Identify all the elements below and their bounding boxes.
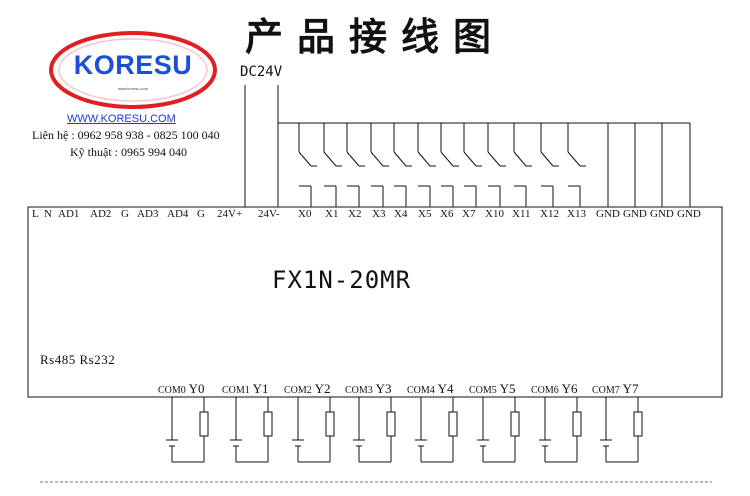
contact-tech: Kỹ thuật : 0965 994 040 [70,145,187,159]
load-resistor [199,411,209,437]
load-resistor [572,411,582,437]
output-load-0 [166,397,209,463]
input-switch-1 [323,123,342,207]
terminal-label-x12: X12 [540,208,559,220]
koresu-logo: KORESU www.koresu.com [48,30,218,110]
com-label: COM0 [158,385,186,396]
output-terminal-y7: COM7 Y7 [592,380,638,398]
input-switch-10 [540,123,559,207]
terminal-label-gnd: GND [650,208,674,220]
input-switch-6 [440,123,459,207]
terminal-label-gnd: GND [596,208,620,220]
output-label: Y0 [185,381,205,396]
comm-ports-label: Rs485 Rs232 [40,352,116,367]
terminal-label-x4: X4 [394,208,408,220]
terminal-label-x10: X10 [485,208,504,220]
contact-phone: Liên hệ : 0962 958 938 - 0825 100 040 [32,128,220,142]
output-terminal-y4: COM4 Y4 [407,380,453,398]
terminal-label-gnd: GND [623,208,647,220]
website-link[interactable]: WWW.KORESU.COM [67,113,176,125]
input-switch-9 [513,123,532,207]
input-switch-0 [298,123,317,207]
terminal-label-g: G [197,208,205,220]
output-label: Y6 [558,381,578,396]
terminal-label-x13: X13 [567,208,586,220]
load-resistor [325,411,335,437]
output-terminal-y6: COM6 Y6 [531,380,577,398]
plc-body [27,206,723,398]
output-load-6 [539,397,582,463]
terminal-label-n: N [44,208,52,220]
output-load-5 [477,397,520,463]
power-label: DC24V [240,64,283,80]
input-switch-2 [346,123,365,207]
input-switch-5 [417,123,436,207]
terminal-label-x3: X3 [372,208,386,220]
logo-tagline: www.koresu.com [117,86,149,91]
terminal-label-ad4: AD4 [167,208,189,220]
output-terminal-y5: COM5 Y5 [469,380,515,398]
terminal-label-x5: X5 [418,208,432,220]
terminal-label-ad2: AD2 [90,208,112,220]
com-label: COM1 [222,385,250,396]
output-terminal-y3: COM3 Y3 [345,380,391,398]
load-resistor [386,411,396,437]
terminal-label-x1: X1 [325,208,339,220]
terminal-label-ad3: AD3 [137,208,159,220]
terminal-label-g: G [121,208,129,220]
output-load-4 [415,397,458,463]
com-label: COM4 [407,385,435,396]
input-switch-11 [567,123,586,207]
terminal-label-x7: X7 [462,208,476,220]
terminal-label-x2: X2 [348,208,362,220]
output-label: Y4 [434,381,454,396]
output-terminal-y0: COM0 Y0 [158,380,204,398]
page-title: 产品接线图 [244,15,505,59]
output-label: Y7 [619,381,639,396]
output-terminal-y1: COM1 Y1 [222,380,268,398]
output-terminal-y2: COM2 Y2 [284,380,330,398]
terminal-label-gnd: GND [677,208,701,220]
output-load-3 [353,397,396,463]
terminal-label-24v: 24V- [258,208,280,220]
model-name: FX1N-20MR [272,266,412,294]
terminal-label-24v: 24V+ [217,208,243,220]
com-label: COM7 [592,385,620,396]
com-label: COM2 [284,385,312,396]
output-label: Y3 [372,381,392,396]
input-switch-8 [487,123,506,207]
load-resistor [263,411,273,437]
output-load-1 [230,397,273,463]
terminal-label-ad1: AD1 [58,208,80,220]
input-switch-4 [393,123,412,207]
input-switch-3 [370,123,389,207]
output-label: Y1 [249,381,269,396]
input-switch-7 [463,123,482,207]
output-load-2 [292,397,335,463]
com-label: COM5 [469,385,497,396]
terminal-label-l: L [32,208,39,220]
com-label: COM6 [531,385,559,396]
terminal-label-x6: X6 [440,208,454,220]
output-label: Y5 [496,381,516,396]
com-label: COM3 [345,385,373,396]
load-resistor [510,411,520,437]
load-resistor [448,411,458,437]
terminal-label-x0: X0 [298,208,312,220]
logo-ellipse-icon [49,31,217,109]
terminal-label-x11: X11 [512,208,531,220]
output-label: Y2 [311,381,331,396]
logo-brand: KORESU [73,50,193,80]
load-resistor [633,411,643,437]
output-load-7 [600,397,643,463]
